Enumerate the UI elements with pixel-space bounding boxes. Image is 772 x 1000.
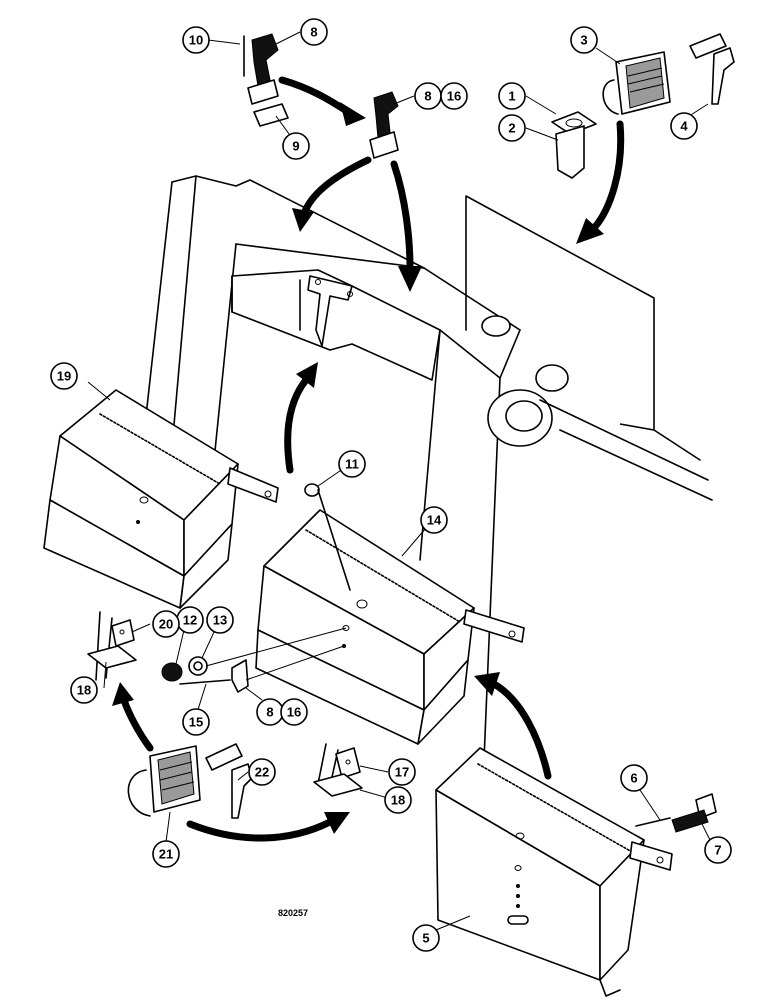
svg-text:18: 18	[77, 683, 91, 698]
leader-lines	[87, 31, 715, 931]
svg-text:4: 4	[680, 119, 688, 134]
svg-text:16: 16	[447, 89, 461, 104]
svg-text:11: 11	[345, 457, 359, 472]
callout-3: 3	[570, 26, 598, 54]
loader-frame	[139, 175, 713, 761]
callout-18-center: 18	[384, 786, 412, 814]
callout-7: 7	[704, 836, 732, 864]
svg-text:8: 8	[266, 705, 273, 720]
svg-text:13: 13	[213, 613, 227, 628]
callout-17: 17	[388, 758, 416, 786]
callout-20: 20	[152, 610, 180, 638]
callout-5: 5	[412, 924, 440, 952]
cover-lower-right	[435, 747, 673, 997]
callout-6: 6	[620, 764, 648, 792]
svg-text:6: 6	[630, 771, 637, 786]
bracket-18-left	[87, 645, 137, 669]
svg-text:19: 19	[57, 369, 71, 384]
callout-9: 9	[282, 132, 310, 160]
svg-text:2: 2	[508, 121, 515, 136]
keys-upper	[689, 33, 735, 105]
svg-text:17: 17	[395, 765, 409, 780]
callout-11: 11	[338, 450, 366, 478]
callout-15: 15	[182, 708, 210, 736]
svg-text:8: 8	[424, 89, 431, 104]
bracket-20	[111, 619, 135, 647]
svg-text:18: 18	[391, 793, 405, 808]
callout-19: 19	[50, 362, 78, 390]
svg-text:16: 16	[287, 705, 301, 720]
cover-left	[43, 389, 279, 681]
lock-cylinder	[161, 627, 347, 693]
callout-2: 2	[498, 114, 526, 142]
svg-text:12: 12	[183, 613, 197, 628]
callout-8-center: 8	[256, 698, 284, 726]
padlock-upper	[602, 51, 671, 115]
hasp-bracket	[551, 111, 597, 179]
keys-lower	[205, 743, 253, 819]
svg-text:8: 8	[310, 25, 317, 40]
svg-text:20: 20	[159, 617, 173, 632]
svg-text:15: 15	[189, 715, 203, 730]
callout-14: 14	[420, 506, 448, 534]
callout-16-upper-right: 16	[440, 82, 468, 110]
callout-8-upper-right: 8	[414, 82, 442, 110]
padlock-lower	[127, 745, 201, 817]
callout-4: 4	[670, 112, 698, 140]
callout-22: 22	[248, 758, 276, 786]
svg-text:3: 3	[580, 33, 587, 48]
svg-text:14: 14	[427, 513, 442, 528]
svg-text:21: 21	[159, 847, 173, 862]
svg-text:22: 22	[255, 765, 269, 780]
svg-text:7: 7	[714, 843, 721, 858]
svg-text:1: 1	[508, 89, 515, 104]
cover-center	[255, 509, 525, 787]
callout-12: 12	[176, 606, 204, 634]
callout-10: 10	[182, 26, 210, 54]
callout-18-left: 18	[70, 676, 98, 704]
callout-21: 21	[152, 840, 180, 868]
latch-upper-left	[243, 33, 289, 127]
plug-button	[304, 483, 351, 591]
callout-8-top: 8	[300, 18, 328, 46]
callout-16-center: 16	[280, 698, 308, 726]
svg-text:9: 9	[292, 139, 299, 154]
latch-lower-right	[635, 793, 717, 833]
assembly-arrows	[112, 76, 625, 842]
latch-upper-right	[369, 91, 399, 159]
callout-13: 13	[206, 606, 234, 634]
drawing-number: 820257	[278, 908, 308, 918]
bracket-17	[335, 747, 361, 779]
svg-text:5: 5	[422, 931, 429, 946]
bracket-18-center	[313, 773, 363, 797]
svg-text:10: 10	[189, 33, 203, 48]
callout-1: 1	[498, 82, 526, 110]
